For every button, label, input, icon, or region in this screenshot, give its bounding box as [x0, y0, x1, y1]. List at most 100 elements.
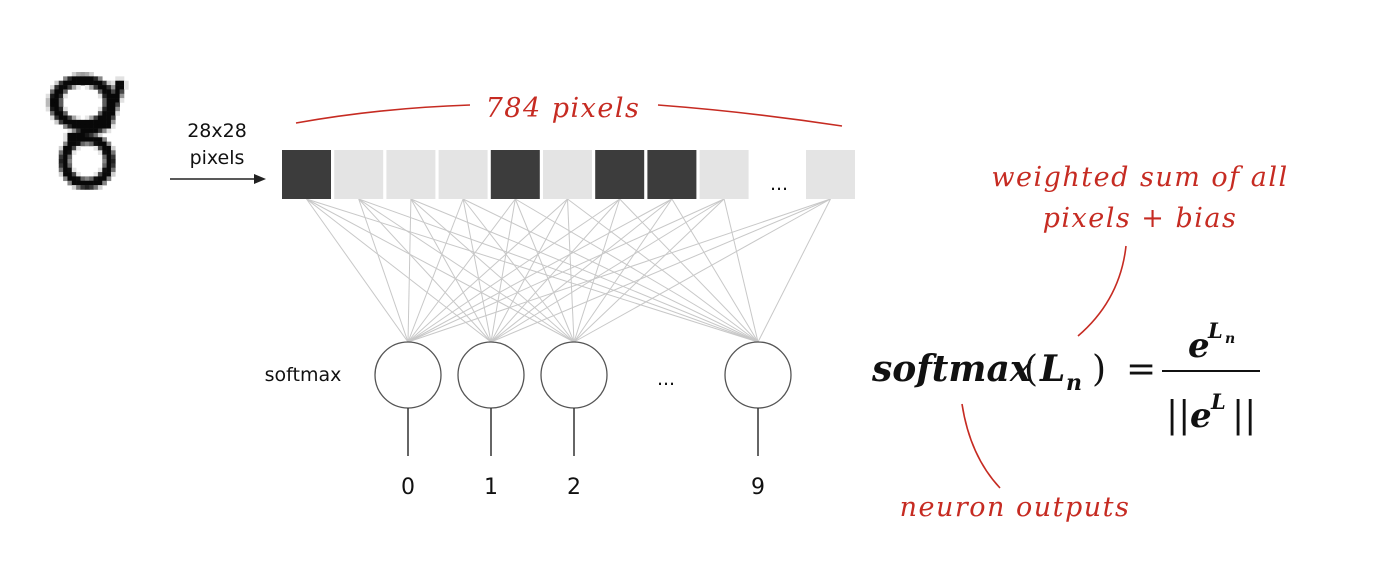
digit-pixel	[89, 141, 94, 147]
digit-pixel	[58, 119, 64, 125]
digit-pixel	[93, 185, 99, 190]
digit-pixel	[119, 80, 125, 86]
digit-pixel	[93, 124, 99, 129]
digit-pixel	[106, 145, 112, 151]
digit-pixel	[110, 119, 116, 125]
digit-pixel	[63, 167, 68, 173]
digit-pixel	[106, 167, 112, 173]
digit-pixel	[115, 102, 120, 108]
digit-pixel	[50, 115, 55, 121]
digit-pixel	[102, 176, 107, 182]
digit-pixel	[54, 85, 60, 90]
connection-line	[407, 198, 464, 343]
digit-pixel	[76, 76, 81, 81]
formula-den-sup: L	[1210, 389, 1226, 414]
digit-pixel	[71, 185, 77, 190]
connection-line	[462, 198, 492, 343]
digit-pixel	[80, 180, 86, 186]
digit-pixel	[102, 163, 107, 168]
connection-line	[462, 198, 759, 343]
digit-pixel	[97, 85, 103, 90]
digit-pixel	[63, 145, 68, 151]
digit-pixel	[106, 163, 112, 168]
digit-pixel	[71, 80, 77, 86]
digit-pixel	[84, 180, 90, 186]
digit-pixel	[63, 150, 68, 155]
digit-pixel	[67, 145, 73, 151]
digit-pixel	[110, 102, 116, 108]
connection-line	[619, 198, 759, 343]
digit-pixel	[67, 132, 73, 138]
digit-pixel	[97, 124, 103, 129]
digit-pixel	[89, 80, 94, 86]
digit-pixel	[102, 85, 107, 90]
pixel-row-ellipsis: ...	[770, 173, 788, 195]
digit-pixel	[119, 98, 125, 103]
digit-pixel	[63, 124, 68, 129]
digit-pixel	[93, 176, 99, 182]
connection-line	[358, 198, 409, 343]
digit-pixel	[115, 98, 120, 103]
digit-pixel	[110, 124, 116, 129]
formula-den-base: e	[1190, 396, 1212, 436]
digit-pixel	[110, 154, 116, 160]
digit-pixel	[93, 128, 99, 134]
digit-pixel	[106, 176, 112, 182]
neuron-circle	[540, 341, 608, 409]
digit-pixel	[97, 172, 103, 177]
digit-pixel	[89, 185, 94, 190]
digit-pixel	[102, 137, 107, 142]
formula-den-bars-right: ||	[1232, 395, 1256, 436]
digit-pixel	[80, 132, 86, 138]
digit-pixel	[93, 119, 99, 125]
digit-pixel	[106, 128, 112, 134]
digit-pixel	[67, 128, 73, 134]
pixel-cell-last	[806, 150, 855, 199]
connection-line	[407, 198, 831, 343]
digit-pixel	[54, 93, 60, 99]
weighted-sum-pointer	[1077, 245, 1127, 337]
digit-pixel	[58, 106, 64, 112]
digit-pixel	[115, 106, 120, 112]
digit-pixel	[58, 98, 64, 103]
connection-line	[573, 198, 725, 343]
digit-pixel	[50, 85, 55, 90]
digit-pixel	[63, 76, 68, 81]
pixels-brace-right	[657, 104, 843, 127]
formula-close-paren: )	[1092, 349, 1106, 390]
neuron-outputs-annotation: neuron outputs	[900, 492, 1131, 523]
digit-pixel	[106, 111, 112, 116]
digit-pixel	[76, 85, 81, 90]
digit-pixel	[71, 115, 77, 121]
digit-pixel	[67, 150, 73, 155]
digit-pixel	[76, 172, 81, 177]
connection-line	[490, 198, 621, 343]
digit-pixel	[97, 89, 103, 95]
digit-pixel	[58, 145, 64, 151]
connection-line	[757, 198, 831, 343]
digit-pixel	[63, 154, 68, 160]
pixel-cell	[543, 150, 592, 199]
digit-pixel	[106, 150, 112, 155]
digit-pixel	[89, 132, 94, 138]
digit-pixel	[71, 128, 77, 134]
digit-pixel	[54, 119, 60, 125]
connection-line	[410, 198, 492, 343]
digit-pixel	[45, 93, 51, 99]
digit-pixel	[58, 111, 64, 116]
digit-pixel	[54, 98, 60, 103]
pixel-cell	[386, 150, 436, 199]
pixels-brace-left	[295, 104, 471, 124]
digit-pixel	[76, 145, 81, 151]
digit-pixel	[93, 180, 99, 186]
digit-pixel	[67, 80, 73, 86]
digit-pixel	[71, 167, 77, 173]
pixels-count-annotation: 784 pixels	[486, 93, 641, 124]
digit-pixel	[84, 137, 90, 142]
digit-pixel	[97, 145, 103, 151]
digit-pixel	[84, 115, 90, 121]
digit-pixel	[67, 76, 73, 81]
digit-pixel	[67, 167, 73, 173]
digit-pixel	[110, 98, 116, 103]
digit-pixel	[102, 150, 107, 155]
